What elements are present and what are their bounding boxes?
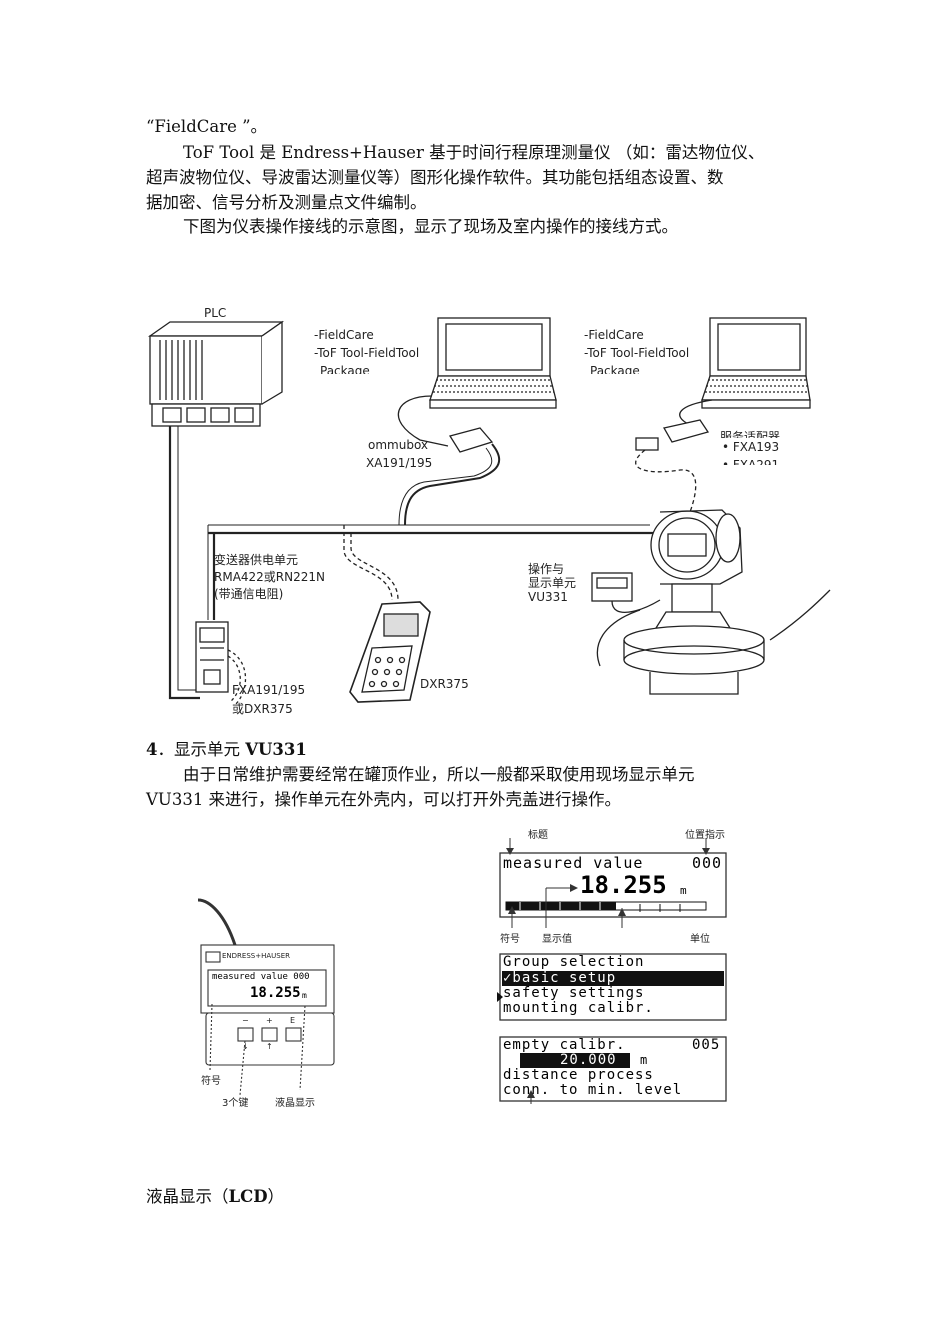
lcd-unit-label: 单位 xyxy=(690,934,710,945)
lcd-symbol-label: 符号 xyxy=(500,934,520,945)
software-2-line-2: -ToF Tool-FieldTool xyxy=(584,346,690,360)
radar-transmitter-icon xyxy=(596,509,831,695)
section-heading-text: ．显示单元 xyxy=(157,740,246,759)
device-lcd-line-1: measured value 000 xyxy=(212,972,310,982)
display-unit-label-3: VU331 xyxy=(528,590,568,604)
software-1-line-3: Package xyxy=(320,364,370,374)
section-para-1: 由于日常维护需要经常在罐顶作业，所以一般都采取使用现场显示单元 xyxy=(183,765,695,784)
plc-label: PLC xyxy=(204,306,227,320)
screen3-line-3: distance process xyxy=(503,1067,654,1083)
lcd-screens-graphics xyxy=(497,838,727,1104)
device-lcd-label: 液晶显示 xyxy=(275,1098,315,1109)
key-up-label: ↑ xyxy=(266,1042,273,1051)
intro-line-5: 下图为仪表操作接线的示意图，显示了现场及室内操作的接线方式。 xyxy=(183,217,678,236)
service-adapter-fxa193: • FXA193 xyxy=(722,440,780,454)
commubox-label-2: XA191/195 xyxy=(366,456,433,470)
screen3-unit: m xyxy=(640,1053,649,1067)
footer-heading: 液晶显示（LCD） xyxy=(146,1184,284,1210)
screen3-position: 005 xyxy=(692,1037,721,1053)
software-2-line-3: Package xyxy=(590,364,640,374)
intro-line-2: ToF Tool 是 Endress+Hauser 基于时间行程原理测量仪 （如… xyxy=(183,143,765,162)
software-1-line-2: -ToF Tool-FieldTool xyxy=(314,346,420,360)
fxa-label-2: 或DXR375 xyxy=(232,702,293,716)
device-lcd-value: 18.255 xyxy=(250,985,301,1001)
section-heading: 4．显示单元 VU331 xyxy=(146,737,307,763)
service-adapter-label: 服务适配器 xyxy=(720,430,781,438)
screen1-unit: m xyxy=(680,884,688,897)
fxa-label-1: FXA191/195 xyxy=(232,683,306,697)
screen2-line-3: safety settings xyxy=(503,985,645,1001)
section-heading-bold: VU331 xyxy=(245,740,307,759)
footer-text: 液晶显示（ xyxy=(146,1187,229,1206)
plc-rack xyxy=(147,320,285,427)
key-plus-label: + xyxy=(266,1016,273,1025)
software-1-line-1: -FieldCare xyxy=(314,328,374,342)
section-number: 4 xyxy=(146,740,158,759)
screen2-line-2: ✓basic setup xyxy=(503,970,617,986)
section-para-2: VU331 来进行，操作单元在外壳内，可以打开外壳盖进行操作。 xyxy=(146,790,622,809)
commubox-label-1: ommubox xyxy=(368,438,429,452)
power-supply-label-3: (带通信电阻) xyxy=(214,587,284,601)
footer-close: ） xyxy=(267,1187,285,1206)
key-down-label: ↓ xyxy=(242,1042,249,1051)
device-symbol-label: 符号 xyxy=(201,1076,221,1087)
device-lcd-unit: m xyxy=(302,991,308,1000)
screen1-title: measured value xyxy=(503,854,644,872)
screen1-position: 000 xyxy=(692,854,723,872)
intro-line-1: “FieldCare ”。 xyxy=(146,117,268,136)
screen1-value: 18.255 xyxy=(580,871,667,899)
lcd-title-label: 标题 xyxy=(528,830,548,841)
vu331-module-illustration xyxy=(197,898,335,1096)
footer-bold: LCD xyxy=(228,1187,268,1206)
screen2-line-1: Group selection xyxy=(503,954,645,970)
power-supply-label-2: RMA422或RN221N xyxy=(214,570,326,584)
dxr375-handheld-icon xyxy=(349,601,431,703)
laptop-1-icon xyxy=(429,317,557,409)
intro-line-3: 超声波物位仪、导波雷达测量仪等）图形化操作软件。其功能包括组态设置、数 xyxy=(146,168,724,187)
lcd-value-label: 显示值 xyxy=(542,934,572,945)
power-supply-label-1: 变送器供电单元 xyxy=(214,553,299,567)
device-keys-label: 3个键 xyxy=(222,1098,249,1109)
service-adapter-fxa291: • FXA291 xyxy=(722,458,780,465)
power-supply-icon xyxy=(195,621,229,693)
screen3-line-4: conn. to min. level xyxy=(503,1082,683,1098)
key-minus-label: − xyxy=(242,1016,249,1025)
screen3-value: 20.000 xyxy=(560,1052,617,1068)
key-e-label: E xyxy=(290,1016,296,1025)
dxr375-label: DXR375 xyxy=(420,677,469,691)
screen3-line-1: empty calibr. xyxy=(503,1037,626,1053)
laptop-2-icon xyxy=(701,317,811,409)
lcd-position-label: 位置指示 xyxy=(685,830,725,841)
display-unit-label-1: 操作与 xyxy=(528,562,565,576)
brand-label: ENDRESS+HAUSER xyxy=(222,952,290,960)
display-unit-label-2: 显示单元 xyxy=(528,576,577,590)
screen2-line-4: mounting calibr. xyxy=(503,1000,654,1016)
intro-line-4: 据加密、信号分析及测量点文件编制。 xyxy=(146,193,427,212)
software-2-line-1: -FieldCare xyxy=(584,328,644,342)
